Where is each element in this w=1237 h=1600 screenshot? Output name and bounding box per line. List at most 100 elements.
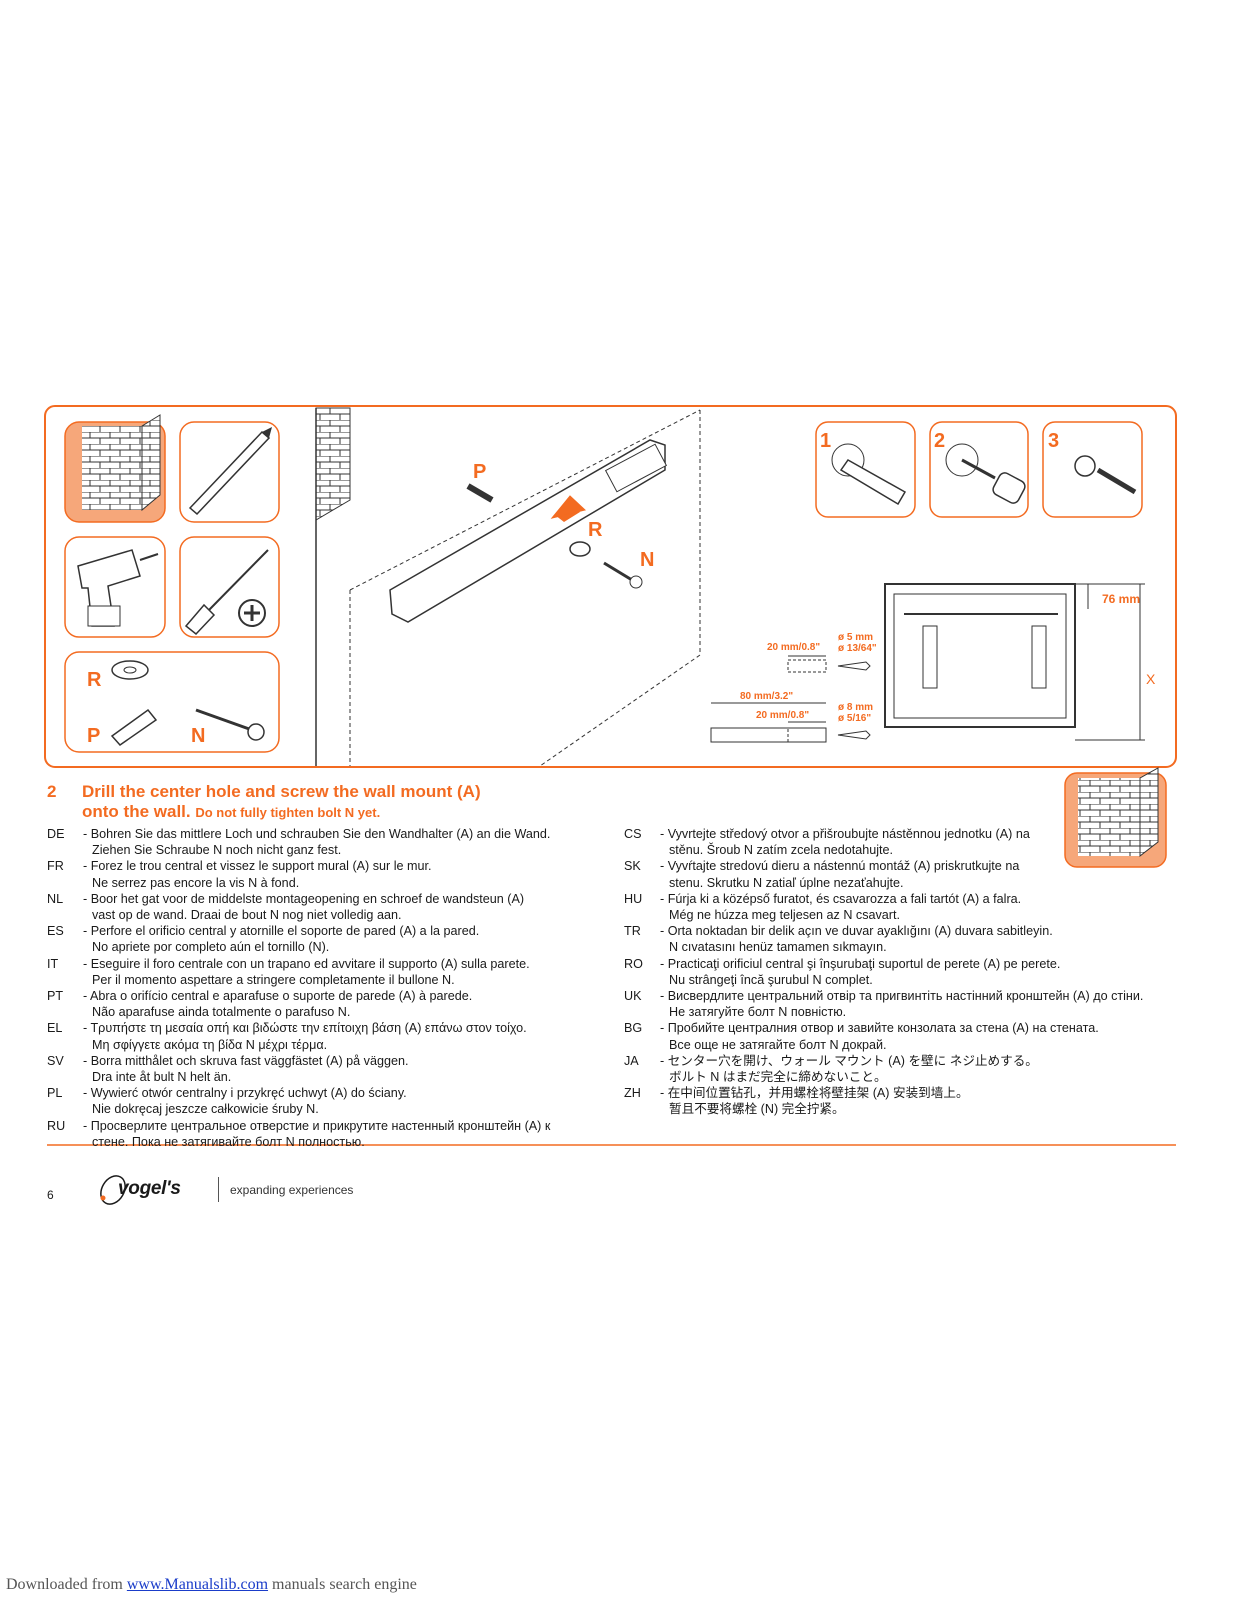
language-code: RU [47, 1118, 66, 1133]
instruction-entry: EL - Τρυπήστε τη μεσαία οπή και βιδώστε τ… [47, 1020, 607, 1052]
instruction-line: stenu. Skrutku N zatiaľ úplne nezaťahujt… [669, 875, 904, 890]
manualslib-link[interactable]: www.Manualslib.com [126, 1576, 269, 1593]
logo-separator [218, 1177, 219, 1202]
instruction-line: No apriete por completo aún el tornillo … [92, 940, 330, 955]
instruction-line: 暂且不要将螺栓 (N) 完全拧紧。 [669, 1102, 845, 1117]
instruction-line: vast op de wand. Draai de bout N nog nie… [92, 908, 402, 923]
step-number: 2 [47, 782, 57, 801]
main-frame [44, 405, 1177, 768]
instruction-entry: FR - Forez le trou central et vissez le s… [47, 858, 607, 890]
language-code: SV [47, 1053, 64, 1068]
svg-text:N: N [191, 725, 205, 747]
step-title-note: Do not fully tighten bolt N yet. [195, 805, 381, 820]
instruction-line: N cıvatasını henüz tamamen sıkmayın. [669, 940, 887, 955]
tool-box-drill [64, 536, 166, 638]
instruction-line: Még ne húzza meg teljesen az N csavart. [669, 908, 900, 923]
language-code: DE [47, 827, 65, 841]
instruction-line: - Vyvrtejte středový otvor a přišroubujt… [660, 827, 1030, 841]
language-code: RO [624, 956, 643, 971]
instruction-line: - Висвердлите центральний отвір та пригв… [660, 989, 1144, 1004]
instruction-line: - Wywierć otwór centralny i przykręć uch… [83, 1086, 407, 1101]
instruction-entry: TR- Orta noktadan bir delik açın ve duva… [624, 923, 1144, 955]
instruction-line: - 在中间位置钻孔，并用螺栓将壁挂架 (A) 安装到墙上。 [660, 1086, 969, 1101]
instruction-entry: PT - Abra o orifício central e aparafuse … [47, 988, 607, 1020]
svg-text:2: 2 [934, 430, 945, 452]
step-heading: Drill the center hole and screw the wall… [82, 782, 642, 823]
tool-box-parts: R P N [64, 651, 280, 753]
svg-text:20 mm/0.8": 20 mm/0.8" [767, 642, 820, 653]
language-code: EL [47, 1021, 63, 1036]
instruction-line: Dra inte åt bult N helt än. [92, 1070, 232, 1085]
instruction-line: - Vyvŕtajte stredovú dieru a nástennú mo… [660, 859, 1020, 874]
tool-box-pencil [179, 421, 280, 523]
step-title-line2: onto the wall. [82, 802, 191, 821]
instruction-line: - Пробийте централния отвор и завийте ко… [660, 1021, 1099, 1036]
instructions-right-column: CS- Vyvrtejte středový otvor a přišroubu… [624, 826, 1144, 1118]
instruction-entry: JA - センター穴を開け、ウォール マウント (A) を壁に ネジ止めする。ボル… [624, 1053, 1144, 1085]
download-prefix: Downloaded from [6, 1576, 127, 1593]
instruction-line: - Τρυπήστε τη μεσαία οπή και βιδώστε την… [83, 1021, 527, 1036]
language-code: PT [47, 989, 64, 1004]
instructions-left-column: DE - Bohren Sie das mittlere Loch und sch… [47, 826, 607, 1150]
instruction-entry: PL - Wywierć otwór centralny i przykręć u… [47, 1085, 607, 1117]
language-code: IT [47, 956, 59, 971]
vogels-logo-icon [100, 1175, 126, 1205]
svg-text:20 mm/0.8": 20 mm/0.8" [756, 710, 809, 721]
instruction-entry: ZH - 在中间位置钻孔，并用螺栓将壁挂架 (A) 安装到墙上。暂且不要将螺栓 (… [624, 1085, 1144, 1117]
language-code: UK [624, 989, 642, 1004]
svg-text:1: 1 [820, 430, 831, 452]
instruction-line: Nie dokręcaj jeszcze całkowicie śruby N. [92, 1102, 319, 1117]
instruction-line: - Forez le trou central et vissez le sup… [83, 859, 432, 874]
wall-icon-small [1064, 767, 1167, 868]
brand-tagline: expanding experiences [230, 1183, 354, 1197]
svg-text:76 mm: 76 mm [1102, 592, 1140, 606]
instruction-line: Все още не затягайте болт N докрай. [669, 1037, 887, 1052]
instruction-line: - Просверлите центральное отверстие и пр… [83, 1118, 551, 1133]
instruction-entry: RU - Просверлите центральное отверстие и … [47, 1118, 607, 1150]
language-code: SK [624, 859, 641, 874]
language-code: ZH [624, 1086, 641, 1101]
instruction-line: - Eseguire il foro centrale con un trapa… [83, 956, 530, 971]
language-code: ES [47, 924, 64, 939]
download-suffix: manuals search engine [268, 1576, 417, 1593]
instruction-line: ボルト N はまだ完全に締めないこと。 [669, 1070, 887, 1085]
instruction-line: - Perfore el orificio central y atornill… [83, 924, 480, 939]
instruction-line: - Bohren Sie das mittlere Loch und schra… [83, 827, 551, 841]
language-code: FR [47, 859, 64, 874]
svg-text:ø 13/64": ø 13/64" [838, 643, 877, 654]
instruction-line: - Borra mitthålet och skruva fast väggfä… [83, 1053, 409, 1068]
svg-text:R: R [588, 519, 603, 541]
svg-text:ø 8 mm: ø 8 mm [838, 702, 873, 713]
svg-text:X: X [1146, 671, 1156, 687]
instruction-entry: UK - Висвердлите центральний отвір та при… [624, 988, 1144, 1020]
download-notice: Downloaded from www.Manualslib.com manua… [6, 1576, 417, 1594]
svg-text:3: 3 [1048, 430, 1059, 452]
page-number: 6 [47, 1188, 54, 1202]
language-code: BG [624, 1021, 643, 1036]
drill-depth-diagram: 20 mm/0.8" ø 5 mm ø 13/64" 80 mm/3.2" 20… [710, 632, 877, 743]
instruction-entry: BG - Пробийте централния отвор и завийте … [624, 1020, 1144, 1052]
tv-dimension-drawing: 76 mm X [884, 583, 1156, 741]
instruction-line: - Practicaţi orificiul central şi înşuru… [660, 956, 1061, 971]
instruction-line: Ne serrez pas encore la vis N à fond. [92, 875, 300, 890]
instruction-line: Per il momento aspettare a stringere com… [92, 972, 455, 987]
step-box-2: 2 [929, 421, 1029, 518]
instruction-entry: ES - Perfore el orificio central y atorni… [47, 923, 607, 955]
instruction-entry: IT - Eseguire il foro centrale con un tra… [47, 956, 607, 988]
svg-text:ø 5 mm: ø 5 mm [838, 632, 873, 643]
instruction-line: - センター穴を開け、ウォール マウント (A) を壁に ネジ止めする。 [660, 1053, 1038, 1068]
language-code: JA [624, 1053, 639, 1068]
instruction-line: - Abra o orifício central e aparafuse o … [83, 989, 473, 1004]
instruction-line: - Fúrja ki a középső furatot, és csavaro… [660, 891, 1022, 906]
wall-mount-drawing: P R N [315, 407, 701, 767]
instruction-entry: SV - Borra mitthålet och skruva fast vägg… [47, 1053, 607, 1085]
step-box-3: 3 [1042, 421, 1143, 518]
step-title-line1: Drill the center hole and screw the wall… [82, 782, 481, 801]
language-code: HU [624, 891, 643, 906]
instruction-line: Не затягуйте болт N повністю. [669, 1005, 847, 1020]
instruction-entry: RO - Practicaţi orificiul central şi înşu… [624, 956, 1144, 988]
instruction-line: Μη σφίγγετε ακόμα τη βίδα N μέχρι τέρμα. [92, 1037, 328, 1052]
svg-text:R: R [87, 669, 102, 691]
language-code: PL [47, 1086, 63, 1101]
